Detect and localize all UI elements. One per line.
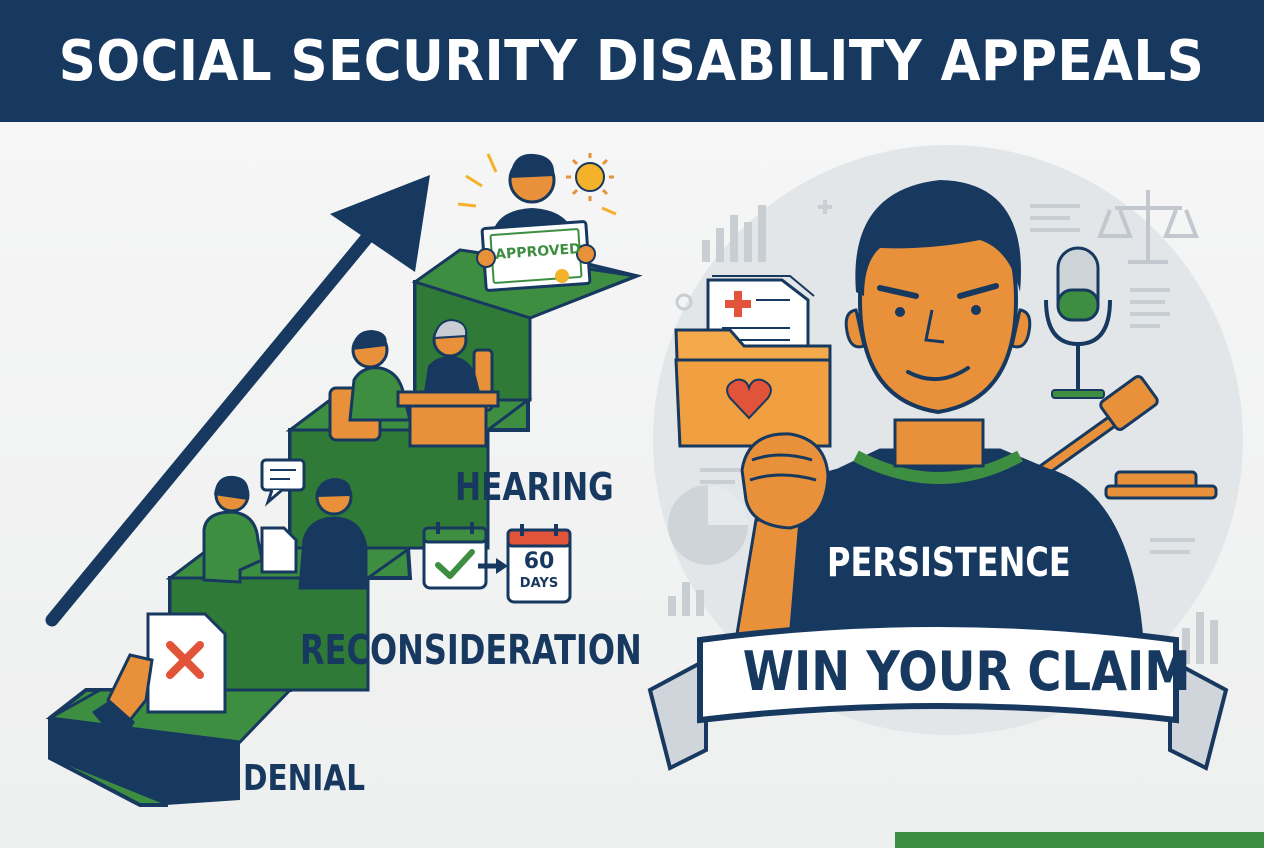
pie-chart-icon [668,485,748,565]
approved-scene [457,153,617,292]
shirt-text: PERSISTENCE [827,540,1071,586]
calendar-60-days-icon [506,524,572,604]
step-hearing: HEARING [455,465,614,509]
approved-certificate [480,220,592,292]
calendar-check-icon [422,522,488,590]
banner-ribbon [647,621,1229,771]
scales-of-justice-icon [1097,190,1199,264]
background-dot-icon [675,293,693,311]
determined-man [734,180,1144,642]
step-denial: DENIAL [243,758,366,799]
calendar-days-unit: DAYS [519,576,559,591]
progress-arrow [45,175,430,627]
sun-icon [566,153,614,201]
hearing-scene [328,318,500,448]
gavel-icon [1037,375,1218,500]
step-reconsideration: RECONSIDERATION [300,626,642,674]
celebration-rays [457,153,617,216]
background-bar-chart-icon [668,205,1218,664]
medical-folder-icon [674,275,832,448]
denied-document-icon [92,612,227,745]
calendar-days-number: 60 [523,549,555,574]
banner-text: WIN YOUR CLAIM [742,640,1191,703]
arrow-right-icon [478,558,508,574]
page-title: SOCIAL SECURITY DISABILITY APPEALS [59,28,1205,94]
background-lines-icon [700,200,1195,554]
microphone-icon [1044,246,1112,399]
illustration [45,145,1243,807]
reconsideration-meeting [202,458,368,590]
footer-accent-bar [895,832,1264,848]
title-bar: SOCIAL SECURITY DISABILITY APPEALS [0,0,1264,122]
